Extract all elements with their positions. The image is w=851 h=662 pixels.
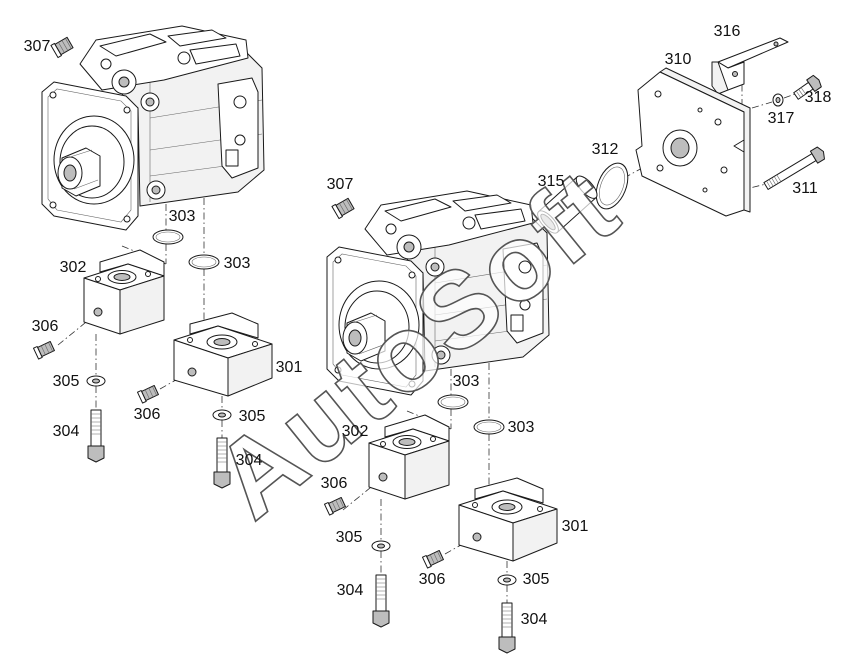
washer-305 [212, 409, 232, 421]
plug-307-icon [331, 197, 355, 220]
flange-block-301 [458, 477, 558, 562]
cover-plate-310 [635, 67, 751, 217]
bolt-304 [498, 602, 516, 654]
callout-311: 311 [792, 180, 818, 197]
bolt-311 [763, 146, 825, 190]
o-ring-303 [473, 419, 505, 435]
callout-304: 304 [236, 452, 263, 469]
callout-306: 306 [134, 406, 161, 423]
callout-304: 304 [337, 582, 364, 599]
o-ring-312 [595, 162, 629, 210]
sleeve-315 [537, 175, 598, 234]
plug-306 [323, 497, 346, 516]
o-ring-303 [188, 254, 220, 270]
callout-305: 305 [523, 571, 550, 588]
callout-310: 310 [665, 51, 692, 68]
plug-306 [421, 550, 444, 569]
bolt-304 [87, 409, 105, 463]
pump-set-upper [32, 25, 273, 489]
callout-312: 312 [592, 141, 619, 158]
callout-301: 301 [562, 518, 589, 535]
plug-307-icon [50, 36, 74, 59]
pump-set-lower [323, 190, 558, 654]
plug-306 [136, 385, 159, 404]
washer-317 [772, 93, 784, 107]
callout-305: 305 [239, 408, 266, 425]
callout-307: 307 [327, 176, 354, 193]
callout-301: 301 [276, 359, 303, 376]
callout-304: 304 [521, 611, 548, 628]
o-ring-303 [437, 394, 469, 410]
callout-306: 306 [419, 571, 446, 588]
callout-303: 303 [224, 255, 251, 272]
bolt-318 [793, 74, 822, 100]
callout-307: 307 [24, 38, 51, 55]
callout-317: 317 [768, 110, 795, 127]
callout-labels: 307 316 310 318 317 312 315 311 307 303 … [24, 23, 832, 628]
callout-318: 318 [805, 89, 832, 106]
flange-block-302 [83, 249, 165, 335]
callout-302: 302 [60, 259, 87, 276]
bracket-316 [711, 37, 789, 95]
o-ring-303 [152, 229, 184, 245]
callout-306: 306 [321, 475, 348, 492]
callout-305: 305 [53, 373, 80, 390]
callout-315: 315 [538, 173, 565, 190]
callout-303: 303 [453, 373, 480, 390]
callout-306: 306 [32, 318, 59, 335]
hydraulic-pump [326, 190, 550, 396]
washer-305 [371, 540, 391, 552]
callout-302: 302 [342, 423, 369, 440]
callout-303: 303 [508, 419, 535, 436]
plug-306 [32, 341, 55, 360]
flange-block-302 [368, 414, 450, 500]
hydraulic-pump [41, 25, 265, 231]
callout-304: 304 [53, 423, 80, 440]
callout-305: 305 [336, 529, 363, 546]
bolt-304 [213, 437, 231, 489]
bolt-304 [372, 574, 390, 628]
callout-316: 316 [714, 23, 741, 40]
cover-assembly [537, 37, 825, 234]
washer-305 [86, 375, 106, 387]
washer-305 [497, 574, 517, 586]
flange-block-301 [173, 312, 273, 397]
callout-303: 303 [169, 208, 196, 225]
